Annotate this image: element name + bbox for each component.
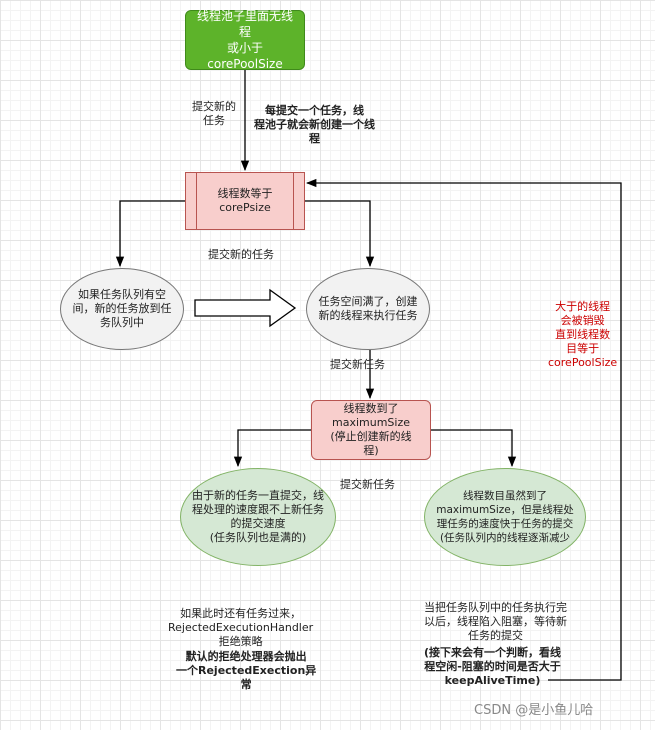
arrow-max-to-faster [431,429,517,468]
default-reject-exception-note: 默认的拒绝处理器会抛出 一个RejectedExection异 常 [176,650,317,691]
destroy-threads-note: 大于的线程 会被销毁 直到线程数 目等于 corePoolSize [548,300,618,369]
each-submit-creates-thread-label: 每提交一个任务，线 程池子就会新创建一个线 程 [254,104,375,145]
queue-has-space-node: 如果任务队列有空 间，新的任务放到任 务队列中 [60,268,184,350]
submit-new-task-label-1: 提交新的 任务 [192,100,236,127]
arrow-core-to-queue [115,200,185,268]
submit-new-task-label-2: 提交新的任务 [208,248,274,261]
faster-processing-node: 线程数目虽然到了 maximumSize，但是线程处 理任务的速度快于任务的提交… [424,468,586,566]
csdn-watermark: CSDN @是小鱼儿哈 [474,703,594,718]
core-size-check-node: 线程数等于 corePsize [185,172,305,230]
submit-new-task-label-4: 提交新任务 [340,478,395,491]
max-size-check-node: 线程数到了 maximumSize (停止创建新的线 程) [311,400,431,460]
arrow-max-to-reject [233,429,311,468]
arrow-core-to-queue-full [305,200,375,268]
hollow-arrow [194,288,297,328]
arrow-feedback-loop [305,178,622,681]
keepalive-check-note: (接下来会有一个判断，看线 程空闲-阻塞的时间是否大于 keepAliveTim… [424,646,562,687]
queue-full-node: 任务空间满了，创建 新的线程来执行任务 [306,268,430,350]
reject-handler-note: 如果此时还有任务过来， RejectedExecutionHandler 拒绝策… [168,607,314,648]
reject-flow-node: 由于新的任务一直提交，线 程处理的速度跟不上新任务 的提交速度 (任务队列也是满… [180,468,336,566]
submit-new-task-label-3: 提交新任务 [330,358,385,371]
start-node: 线程池子里面无线程 或小于corePoolSize [185,9,305,71]
idle-threads-note: 当把任务队列中的任务执行完 以后，线程陷入阻塞，等待新 任务的提交 [424,601,567,642]
